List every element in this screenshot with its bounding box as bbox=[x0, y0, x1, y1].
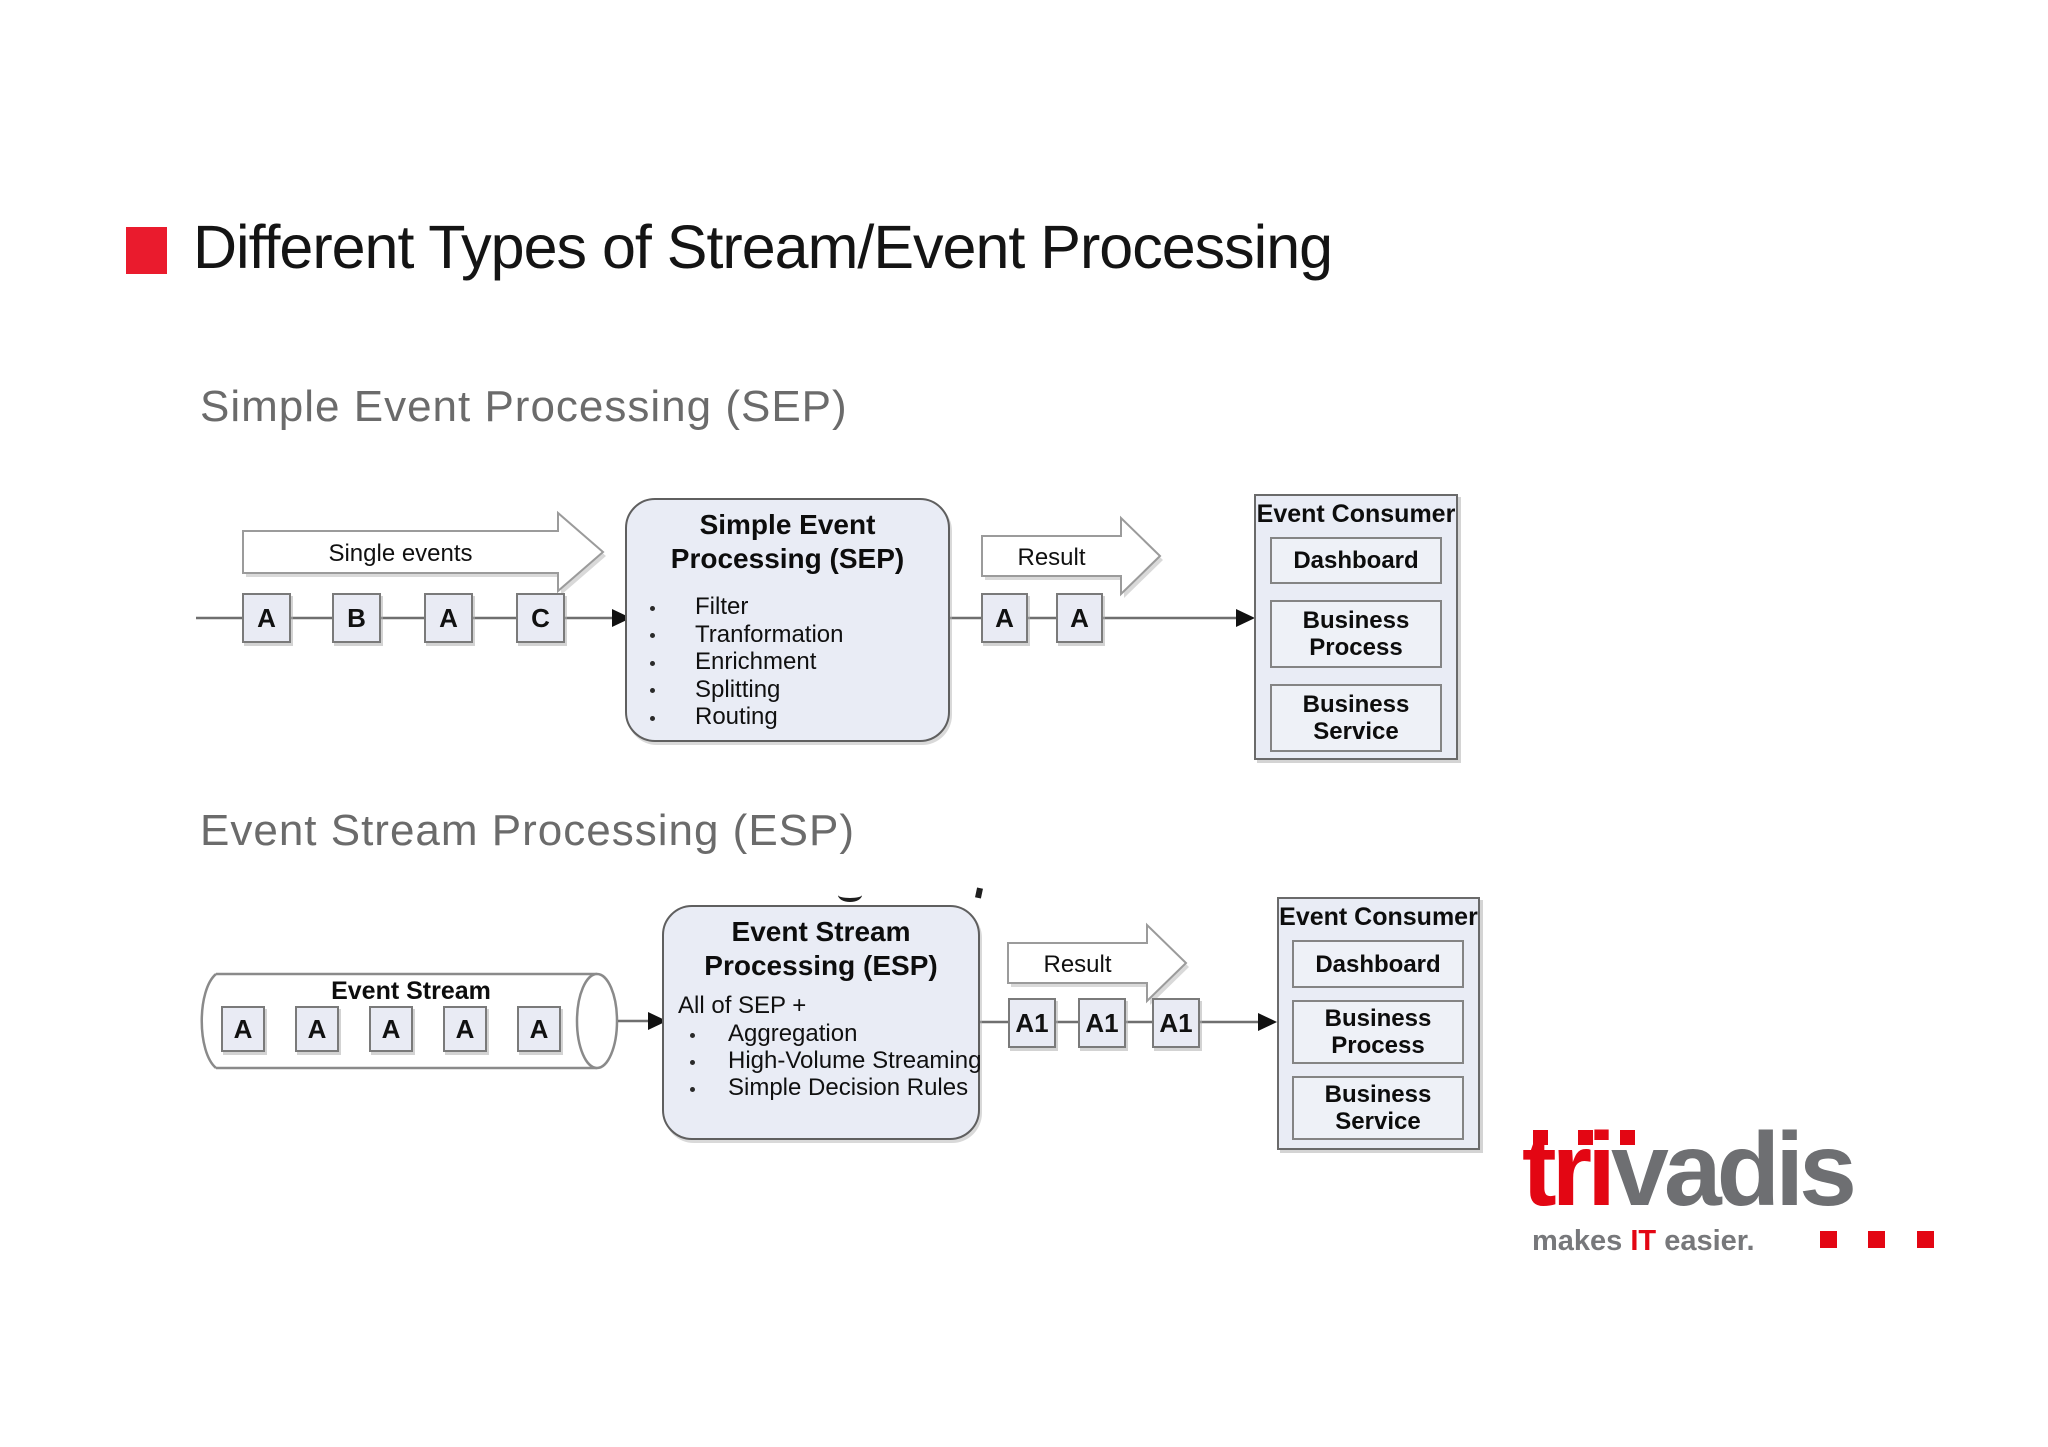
bullet-label: High-Volume Streaming bbox=[728, 1047, 982, 1074]
esp-input-arrowhead bbox=[648, 1012, 667, 1030]
logo-wordmark-red: tri bbox=[1522, 1112, 1616, 1228]
bullet-label: Simple Decision Rules bbox=[728, 1074, 969, 1101]
esp-stream-event-box: A bbox=[221, 1006, 265, 1052]
sep-processor-title-line2: Processing (SEP) bbox=[670, 543, 905, 574]
sep-consumer-item: Dashboard bbox=[1270, 537, 1442, 584]
list-item: Aggregation bbox=[690, 1022, 981, 1046]
bullet-label: Enrichment bbox=[695, 648, 817, 675]
sep-processor-box bbox=[625, 498, 950, 742]
sep-input-event-box: A bbox=[242, 593, 291, 643]
title-bullet-square bbox=[126, 227, 167, 274]
bullet-dot bbox=[690, 1086, 695, 1092]
trivadis-logo: trivadis makes IT easier. bbox=[1520, 1112, 2000, 1292]
logo-tagline-it: IT bbox=[1630, 1225, 1657, 1257]
esp-result-arrow-label: Result bbox=[1043, 951, 1112, 978]
sep-processor-bullets: Filter Tranformation Enrichment Splittin… bbox=[650, 595, 844, 729]
single-events-arrow bbox=[242, 510, 605, 594]
esp-stream-event-box: A bbox=[369, 1006, 413, 1052]
esp-consumer-title: Event Consumer bbox=[1279, 903, 1478, 931]
sep-input-event-box: B bbox=[332, 593, 381, 643]
page-title: Different Types of Stream/Event Processi… bbox=[193, 213, 1333, 281]
logo-tagline: makes IT easier. bbox=[1532, 1225, 1755, 1258]
sep-consumer-item: Business Process bbox=[1270, 600, 1442, 668]
logo-dot-icon bbox=[1868, 1231, 1885, 1248]
sep-result-arrow-label: Result bbox=[1017, 544, 1086, 571]
esp-stream-event-box: A bbox=[443, 1006, 487, 1052]
esp-output-event-box: A1 bbox=[1008, 998, 1056, 1048]
sep-input-arrowhead bbox=[612, 609, 631, 627]
list-item: Simple Decision Rules bbox=[690, 1076, 981, 1100]
bullet-label: Aggregation bbox=[728, 1020, 858, 1047]
logo-square-icon bbox=[1533, 1130, 1548, 1145]
bullet-dot bbox=[650, 633, 655, 638]
esp-consumer-item: Dashboard bbox=[1292, 940, 1464, 988]
list-item: High-Volume Streaming bbox=[690, 1049, 981, 1073]
esp-processor-box bbox=[662, 905, 980, 1140]
sep-processor-title: Simple Event Processing (SEP) bbox=[625, 508, 950, 576]
esp-stream-event-box: A bbox=[295, 1006, 339, 1052]
esp-result-arrow bbox=[1007, 922, 1188, 1004]
logo-tagline-pre: makes bbox=[1532, 1225, 1631, 1257]
cropped-text-remnant bbox=[838, 888, 862, 902]
sep-result-arrow bbox=[981, 515, 1162, 597]
bullet-dot bbox=[690, 1059, 695, 1065]
esp-processor-title-line1: Event Stream bbox=[731, 916, 911, 947]
sep-processor-title-line1: Simple Event bbox=[699, 509, 876, 540]
logo-tagline-post: easier. bbox=[1656, 1225, 1755, 1257]
bullet-label: Filter bbox=[695, 593, 749, 620]
bullet-label: Routing bbox=[695, 703, 778, 730]
sep-output-event-box: A bbox=[981, 593, 1028, 643]
esp-processor-title: Event Stream Processing (ESP) bbox=[662, 915, 980, 983]
list-item: Routing bbox=[650, 705, 844, 729]
bullet-dot bbox=[650, 605, 655, 611]
sep-output-arrowhead bbox=[1236, 609, 1255, 627]
sep-consumer-title: Event Consumer bbox=[1256, 500, 1456, 528]
sep-output-event-box: A bbox=[1056, 593, 1103, 643]
sep-section-heading: Simple Event Processing (SEP) bbox=[200, 382, 848, 431]
esp-output-event-box: A1 bbox=[1152, 998, 1200, 1048]
bullet-dot bbox=[650, 660, 655, 666]
esp-consumer-item: Business Service bbox=[1292, 1076, 1464, 1140]
logo-wordmark: trivadis bbox=[1522, 1118, 1857, 1222]
list-item: Splitting bbox=[650, 675, 844, 703]
logo-dot-icon bbox=[1917, 1231, 1934, 1248]
esp-output-event-box: A1 bbox=[1078, 998, 1126, 1048]
bullet-label: Tranformation bbox=[695, 620, 844, 648]
logo-dot-icon bbox=[1820, 1231, 1837, 1248]
logo-square-icon bbox=[1620, 1130, 1635, 1145]
bullet-dot bbox=[690, 1032, 695, 1038]
single-events-arrow-label: Single events bbox=[328, 540, 473, 567]
bullet-label: Splitting bbox=[695, 675, 781, 703]
esp-consumer-item: Business Process bbox=[1292, 1000, 1464, 1064]
esp-processor-title-line2: Processing (ESP) bbox=[704, 950, 938, 981]
sep-consumer-item: Business Service bbox=[1270, 684, 1442, 752]
sep-input-event-box: C bbox=[516, 593, 565, 643]
list-item: Filter bbox=[650, 595, 844, 619]
bullet-dot bbox=[650, 688, 655, 693]
event-stream-cylinder-cap bbox=[575, 972, 619, 1070]
list-item: Enrichment bbox=[650, 650, 844, 674]
event-stream-label: Event Stream bbox=[331, 977, 491, 1005]
esp-section-heading: Event Stream Processing (ESP) bbox=[200, 806, 856, 855]
logo-wordmark-gray: vadis bbox=[1611, 1112, 1857, 1228]
esp-processor-intro: All of SEP + bbox=[678, 992, 807, 1019]
logo-square-icon bbox=[1578, 1130, 1593, 1145]
bullet-dot bbox=[650, 715, 655, 721]
esp-output-arrowhead bbox=[1258, 1013, 1277, 1031]
esp-stream-event-box: A bbox=[517, 1006, 561, 1052]
event-stream-cylinder-body bbox=[200, 972, 597, 1070]
esp-processor-bullets: Aggregation High-Volume Streaming Simple… bbox=[690, 1022, 981, 1100]
list-item: Tranformation bbox=[650, 620, 844, 648]
sep-input-event-box: A bbox=[424, 593, 473, 643]
